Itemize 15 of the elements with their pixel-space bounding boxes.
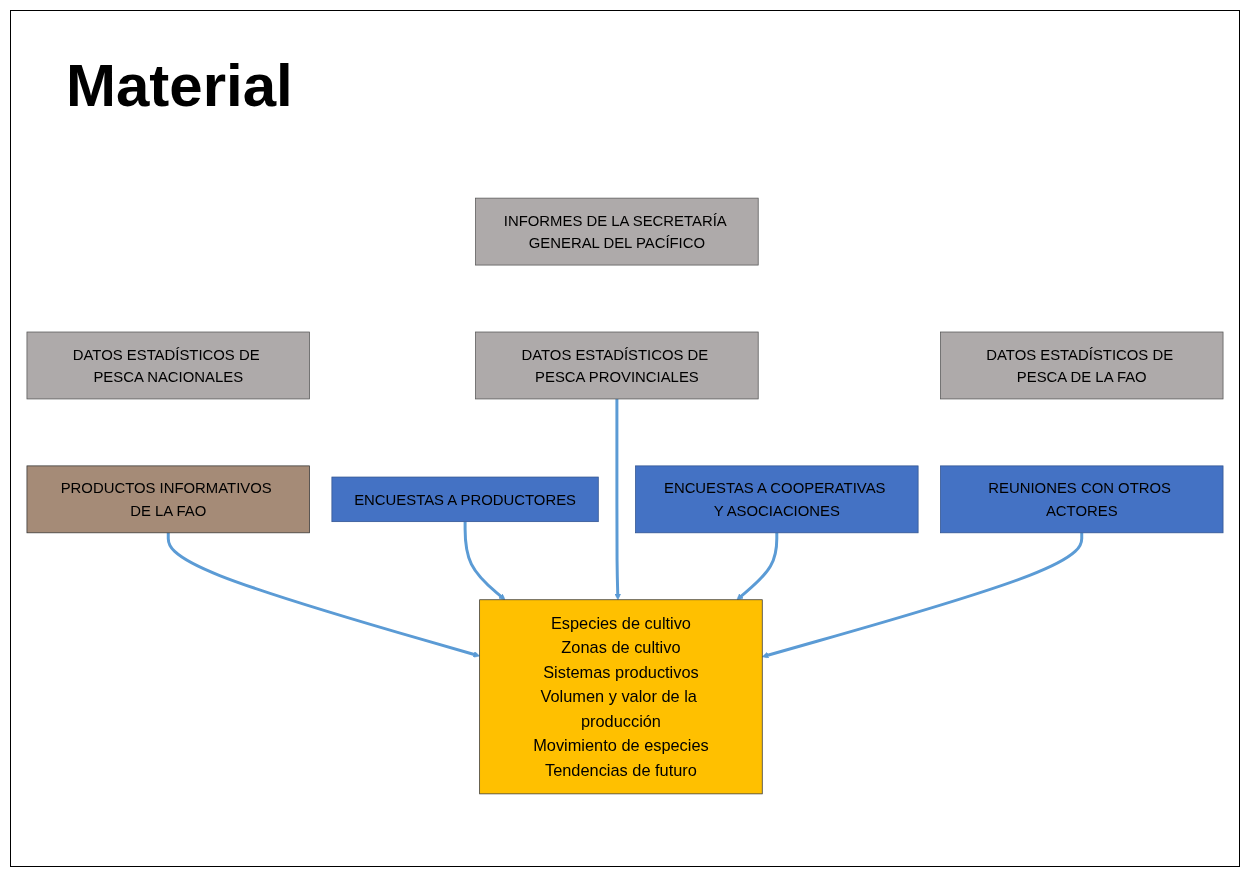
node-box: INFORMES DE LA SECRETARÍA GENERAL DEL PACÍFICO <box>475 197 759 266</box>
node-box: DATOS ESTADÍSTICOS DE PESCA PROVINCIALES <box>475 331 759 400</box>
arrow <box>736 532 779 601</box>
arrow <box>463 521 506 601</box>
arrow <box>166 532 480 658</box>
node-box: Especies de cultivo Zonas de cultivo Sistemas productivos Volumen y valor de la producción Movimiento de especies Tendencias de futuro <box>479 599 763 795</box>
arrow <box>761 532 1084 659</box>
node-box: PRODUCTOS INFORMATIVOS DE LA FAO <box>26 465 310 534</box>
title: Material <box>66 51 293 120</box>
node-box: ENCUESTAS A COOPERATIVAS Y ASOCIACIONES <box>635 465 919 534</box>
node-box: DATOS ESTADÍSTICOS DE PESCA DE LA FAO <box>940 331 1224 400</box>
node-box: REUNIONES CON OTROS ACTORES <box>940 465 1224 534</box>
node-box: ENCUESTAS A PRODUCTORES <box>331 476 599 523</box>
node-box: DATOS ESTADÍSTICOS DE PESCA NACIONALES <box>26 331 310 400</box>
arrow <box>614 398 622 601</box>
